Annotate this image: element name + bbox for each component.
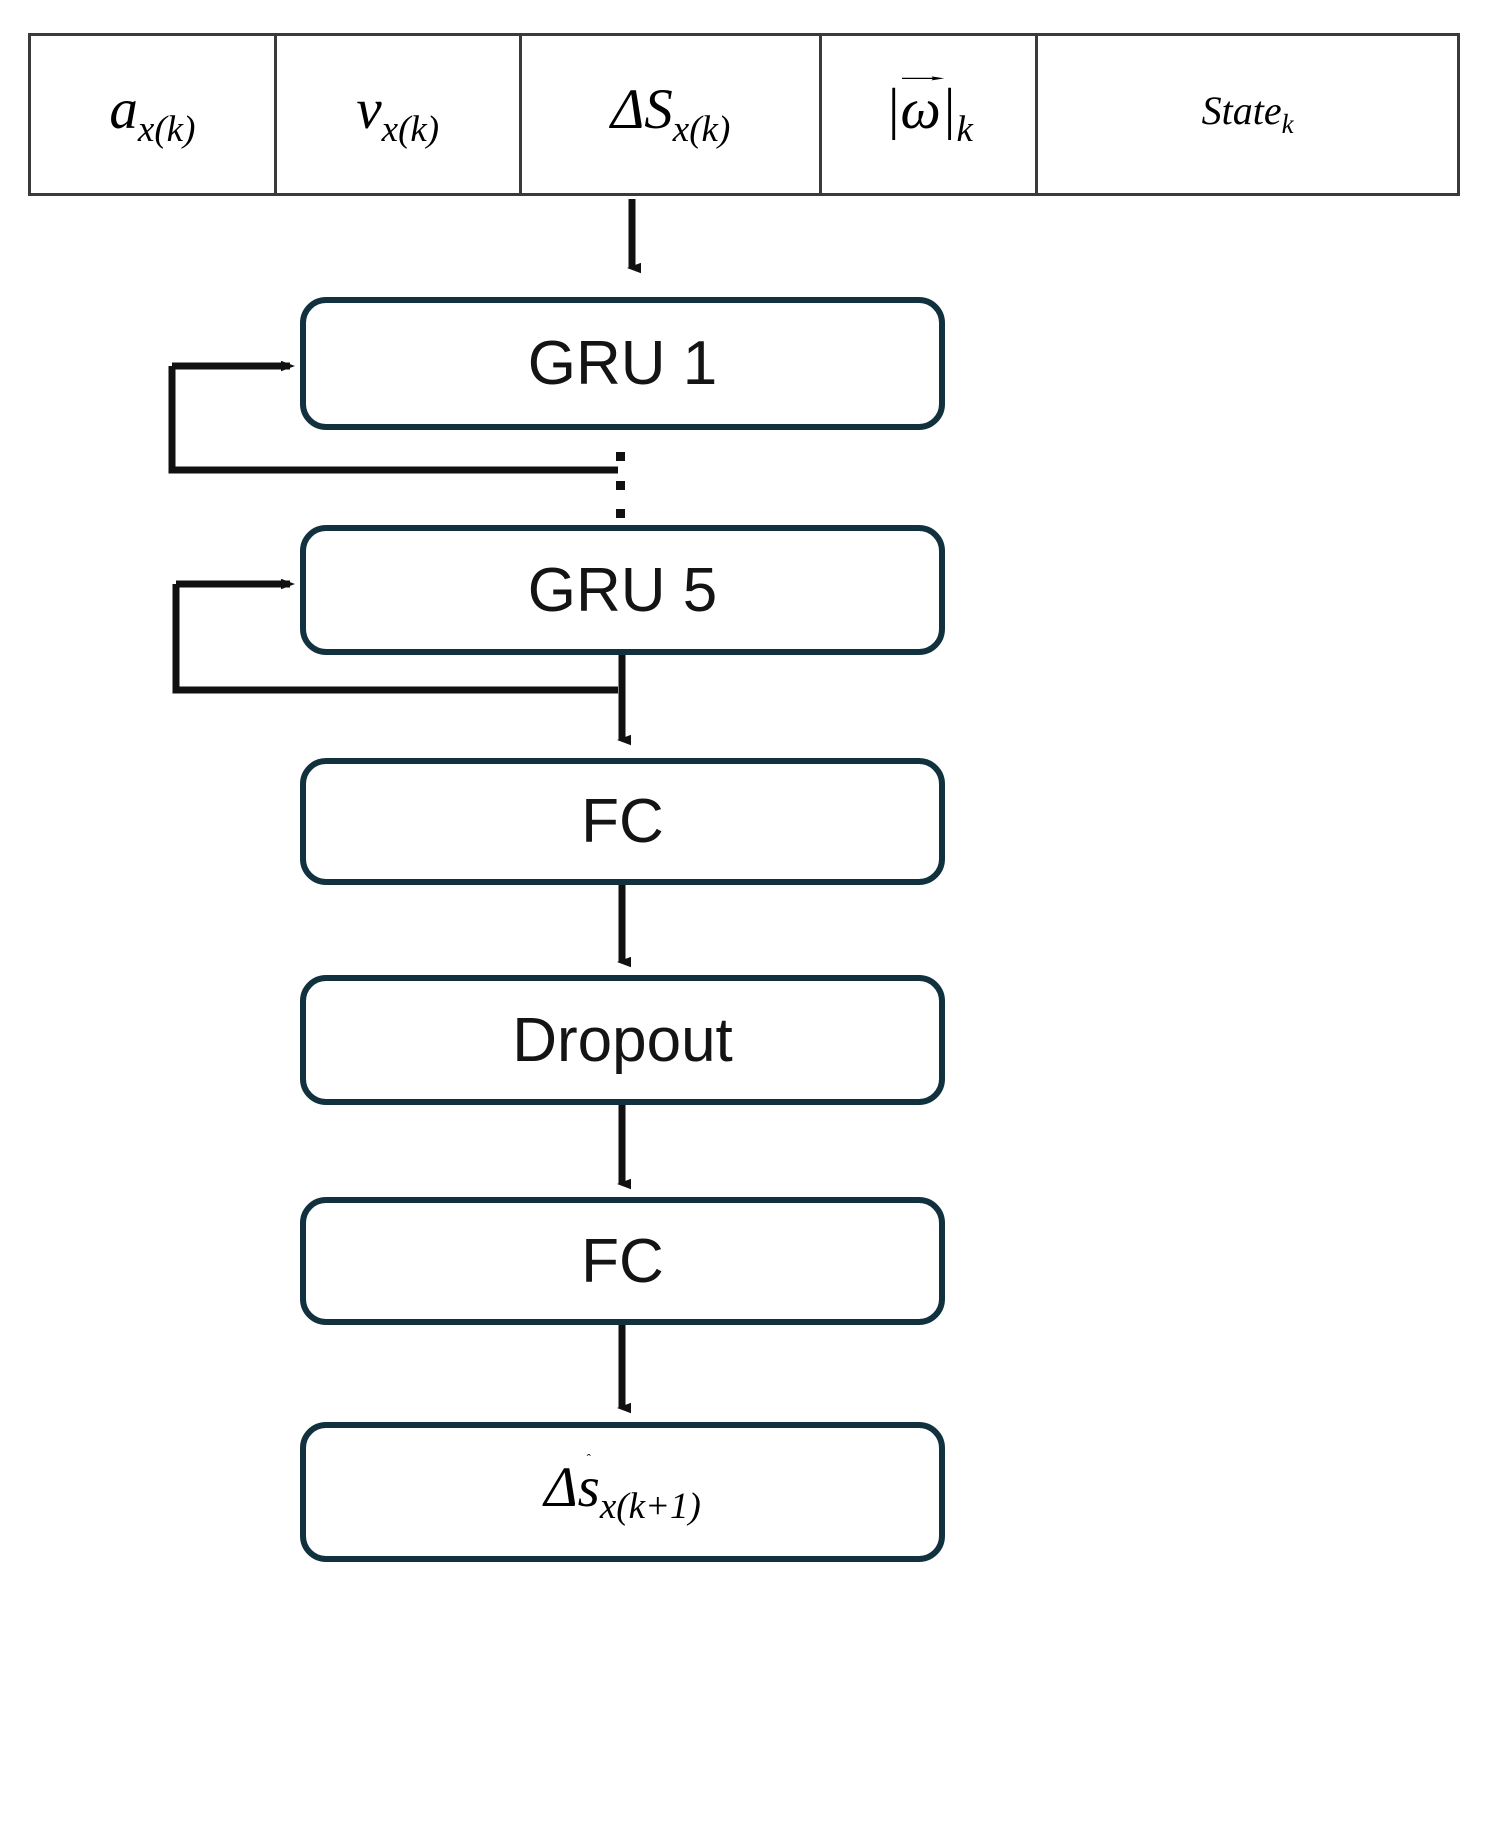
input-cell-state: Statek [1038, 36, 1457, 193]
input-cell-displacement-delta: ΔSx(k) [521, 36, 823, 193]
layer-box-gru-1[interactable]: GRU 1 [300, 297, 945, 430]
input-feature-table: ax(k) vx(k) ΔSx(k) |ω|k Statek [28, 33, 1460, 196]
input-cell-angular-rate: |ω|k [822, 36, 1039, 193]
input-cell-longitudinal-acceleration: ax(k) [31, 36, 277, 193]
layer-box-fc-1[interactable]: FC [300, 758, 945, 885]
math-a-x-k: ax(k) [109, 78, 196, 150]
vertical-ellipsis [616, 452, 625, 518]
layer-box-dropout[interactable]: Dropout [300, 975, 945, 1105]
math-state-k: Statek [1201, 88, 1294, 139]
layer-box-fc-2[interactable]: FC [300, 1197, 945, 1325]
input-cell-longitudinal-velocity: vx(k) [276, 36, 522, 193]
omega-vector: ω [901, 76, 944, 138]
ellipsis-dot [616, 509, 625, 518]
layer-box-output[interactable]: Δŝx(k+1) [300, 1422, 945, 1562]
ellipsis-dot [616, 452, 625, 461]
layer-box-gru-5[interactable]: GRU 5 [300, 525, 945, 655]
math-omega-magnitude-k: |ω|k [884, 76, 973, 150]
ellipsis-dot [616, 480, 625, 490]
math-delta-s-hat-x-k-plus-1: Δŝx(k+1) [544, 1455, 701, 1528]
math-v-x-k: vx(k) [356, 78, 440, 150]
math-delta-s-x-k: ΔSx(k) [610, 78, 731, 150]
s-with-hat: ŝ [577, 1455, 600, 1519]
